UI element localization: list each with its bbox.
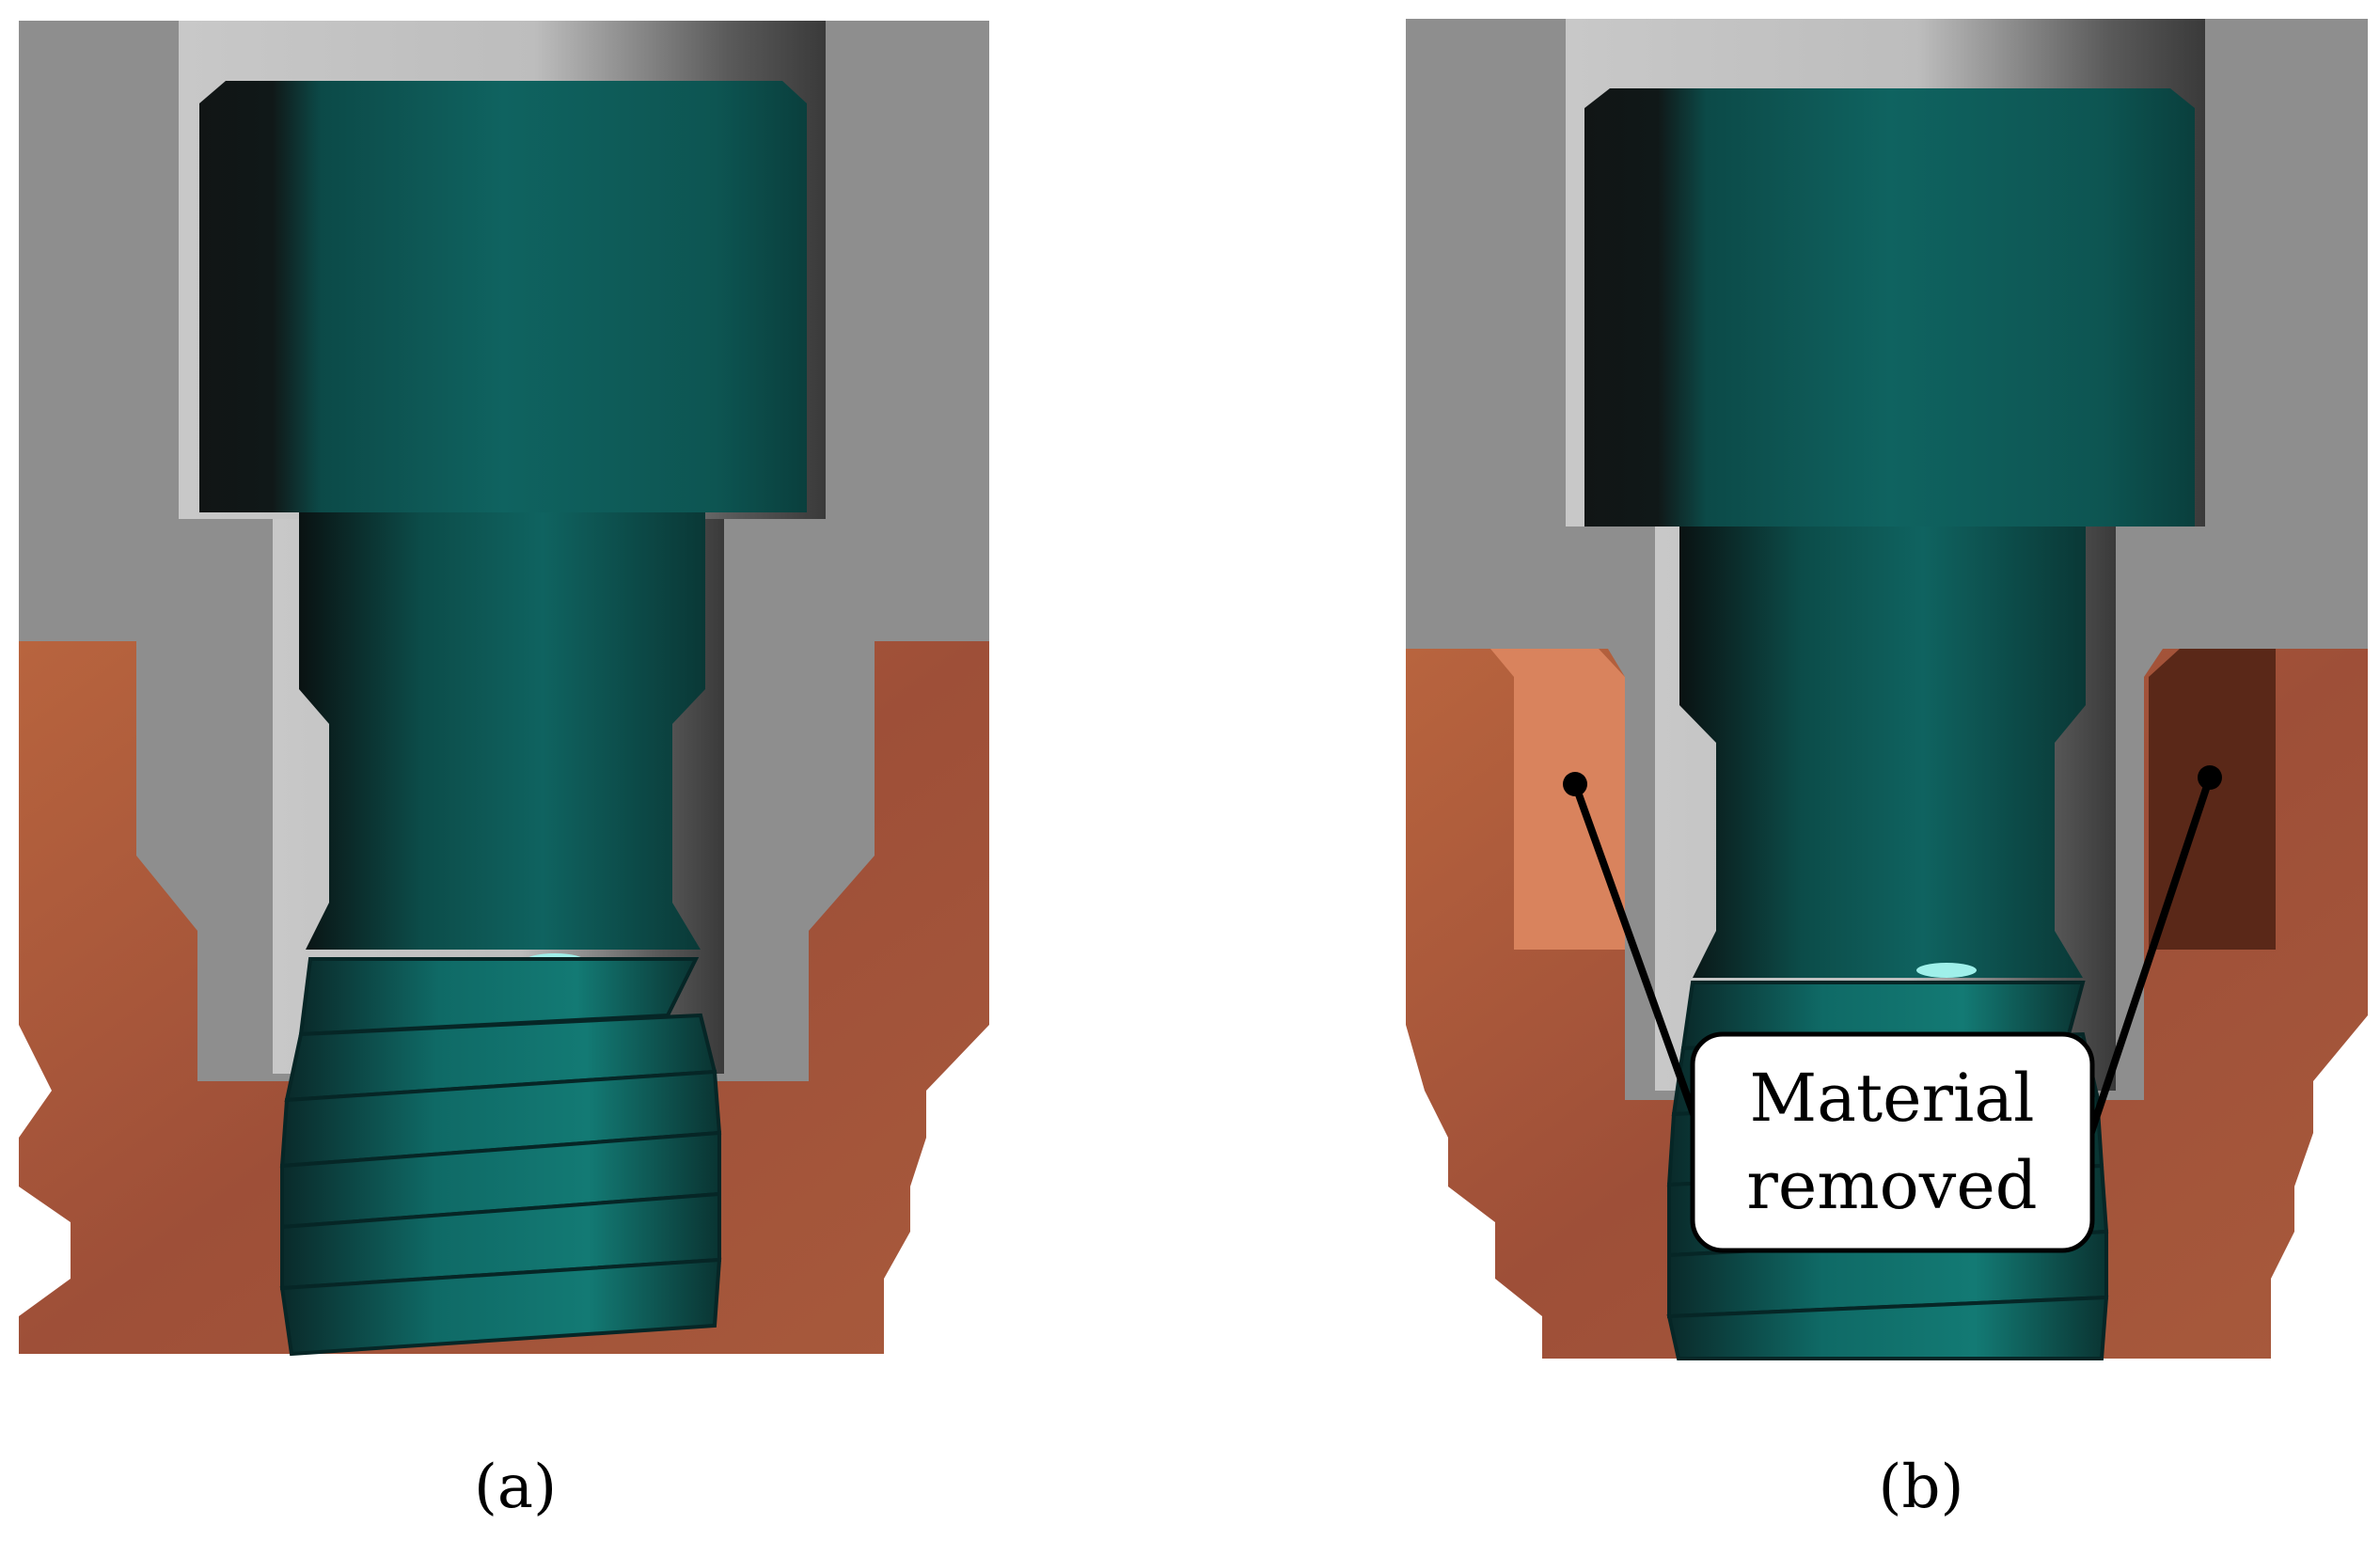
panel-b-screw-groove xyxy=(1679,705,2086,978)
callout-line-2: removed xyxy=(1746,1147,2037,1224)
panel-a-drawing xyxy=(19,21,989,1357)
panel-b-drawing: Material removed xyxy=(1406,19,2368,1360)
panel-b-screw-highlight xyxy=(1916,963,1977,978)
panel-b-removed-left xyxy=(1490,649,1625,950)
callout-leader-right xyxy=(2086,776,2214,1139)
panel-a-screw-groove xyxy=(299,689,705,950)
panel-a-screw-neck xyxy=(299,512,705,689)
callout-box xyxy=(1690,1031,2095,1253)
panel-b-screw-neck xyxy=(1679,527,2086,705)
panel-a-label: (a) xyxy=(473,1453,558,1522)
panel-b-screw-head xyxy=(1584,88,2195,527)
panel-b-label: (b) xyxy=(1878,1453,1964,1522)
callout-dot-left xyxy=(1563,772,1587,796)
callout-dot-right xyxy=(2198,765,2222,790)
callout-leader-left xyxy=(1571,782,1706,1139)
panel-a-threads xyxy=(279,957,722,1357)
callout-line-1: Material xyxy=(1750,1060,2035,1137)
panel-a-screw-head xyxy=(199,81,807,512)
